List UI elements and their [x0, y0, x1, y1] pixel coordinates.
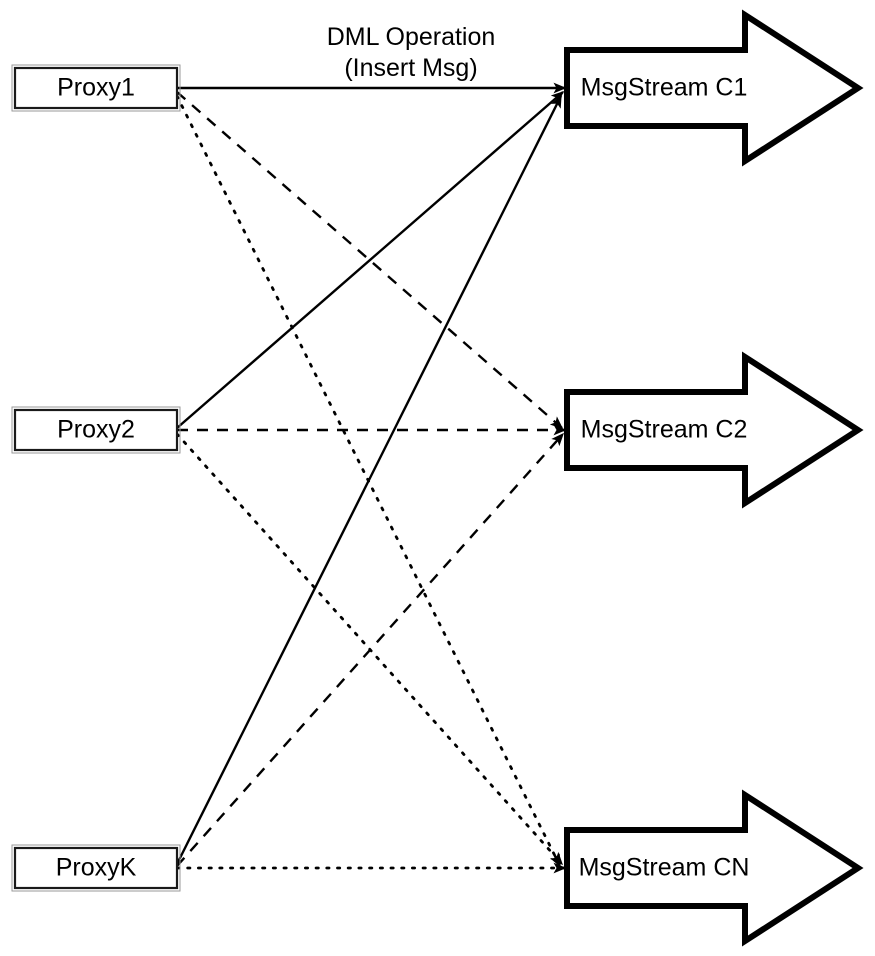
- edge-proxy1-c2: [176, 91, 564, 429]
- block-arrow-icon: [564, 789, 864, 947]
- msgstream-c1[interactable]: MsgStream C1: [564, 9, 864, 167]
- proxy-label: ProxyK: [56, 854, 137, 882]
- msgstream-label: MsgStream C2: [581, 416, 748, 444]
- proxy-box: [13, 66, 179, 110]
- block-arrow-icon: [564, 9, 864, 167]
- edge-line-dashed: [176, 432, 564, 867]
- edge-proxyK-c2: [176, 432, 564, 867]
- edge-proxyK-c1: [175, 94, 563, 865]
- edge-line-solid: [175, 94, 563, 865]
- proxy-box-outline: [11, 406, 181, 454]
- edge-caption-line2: (Insert Msg): [344, 54, 477, 82]
- block-arrow-icon: [564, 351, 864, 509]
- proxy-node-proxyK[interactable]: ProxyK: [11, 844, 181, 892]
- proxy-box-outline: [11, 64, 181, 112]
- edge-caption: DML Operation (Insert Msg): [327, 23, 496, 82]
- proxy-box-outline: [11, 844, 181, 892]
- msgstream-cn[interactable]: MsgStream CN: [564, 789, 864, 947]
- proxy-label: Proxy1: [57, 74, 135, 102]
- edge-line-solid: [176, 91, 565, 429]
- edge-line-dashed: [176, 91, 564, 429]
- msgstream-c2[interactable]: MsgStream C2: [564, 351, 864, 509]
- msgstream-label: MsgStream C1: [581, 74, 748, 102]
- proxy-label: Proxy2: [57, 416, 135, 444]
- proxy-box: [13, 846, 179, 890]
- streams-layer: MsgStream C1 MsgStream C2 MsgStream CN: [564, 9, 864, 947]
- edge-proxy2-c1: [176, 91, 565, 429]
- proxy-node-proxy1[interactable]: Proxy1: [11, 64, 181, 112]
- proxy-node-proxy2[interactable]: Proxy2: [11, 406, 181, 454]
- edge-caption-line1: DML Operation: [327, 23, 496, 51]
- edges-layer: [175, 82, 567, 874]
- proxy-box: [13, 408, 179, 452]
- msgstream-label: MsgStream CN: [579, 854, 750, 882]
